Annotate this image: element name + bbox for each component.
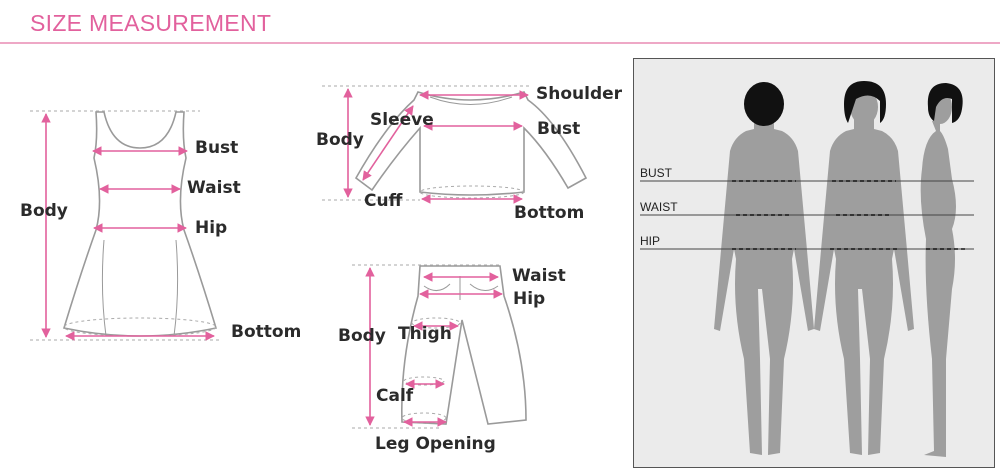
pants-hip-label: Hip [513, 289, 546, 309]
figure-front-body [814, 119, 914, 455]
dress-waist-label: Waist [187, 178, 241, 198]
pants-thigh-label: Thigh [398, 324, 452, 344]
waist-label: WAIST [640, 200, 678, 214]
top-bottom-label: Bottom [514, 203, 585, 223]
dress-front-seam-left [101, 239, 107, 337]
top-sleeve-arrow [362, 105, 414, 181]
top-body-label: Body [316, 130, 364, 150]
figure-front-hair [844, 81, 886, 123]
dress-body-label: Body [20, 201, 68, 221]
body-measurement-panel: BUST WAIST HIP [633, 58, 995, 468]
pants-pocket-left [423, 283, 451, 291]
page-title: SIZE MEASUREMENT [30, 10, 272, 36]
dress-front-seam-right [173, 239, 179, 337]
garment-diagrams [30, 85, 588, 429]
pants-body-label: Body [338, 326, 386, 346]
figure-back-hair [744, 82, 784, 126]
pants-pocket-right [469, 283, 499, 291]
figure-back-view [714, 82, 814, 455]
top-shoulder-label: Shoulder [536, 84, 623, 104]
body-figures [640, 81, 974, 457]
dress-bust-label: Bust [195, 138, 239, 158]
top-sleeve-label: Sleeve [370, 110, 434, 130]
pants-leg-opening-label: Leg Opening [375, 434, 496, 454]
top-outline [354, 91, 588, 196]
dress-outline [62, 111, 218, 337]
top-drawing [354, 91, 588, 196]
pants-calf-label: Calf [376, 386, 414, 406]
bust-label: BUST [640, 166, 673, 180]
figure-side-hair [927, 83, 963, 123]
dress-drawing [62, 111, 218, 337]
top-cuff-label: Cuff [364, 191, 403, 211]
figure-side-view [920, 83, 963, 457]
figure-back-body [714, 119, 814, 455]
figure-front-view [814, 81, 914, 455]
pants-drawing [401, 265, 527, 425]
pants-outline [401, 265, 527, 425]
top-bust-label: Bust [537, 119, 581, 139]
dress-hip-label: Hip [195, 218, 228, 238]
dress-hem-ellipse [63, 317, 217, 337]
header-divider [0, 42, 1000, 44]
dress-bottom-label: Bottom [231, 322, 302, 342]
pants-waist-label: Waist [512, 266, 566, 286]
top-hem-ellipse [419, 185, 525, 199]
figure-side-body [920, 121, 956, 457]
hip-label: HIP [640, 234, 661, 248]
